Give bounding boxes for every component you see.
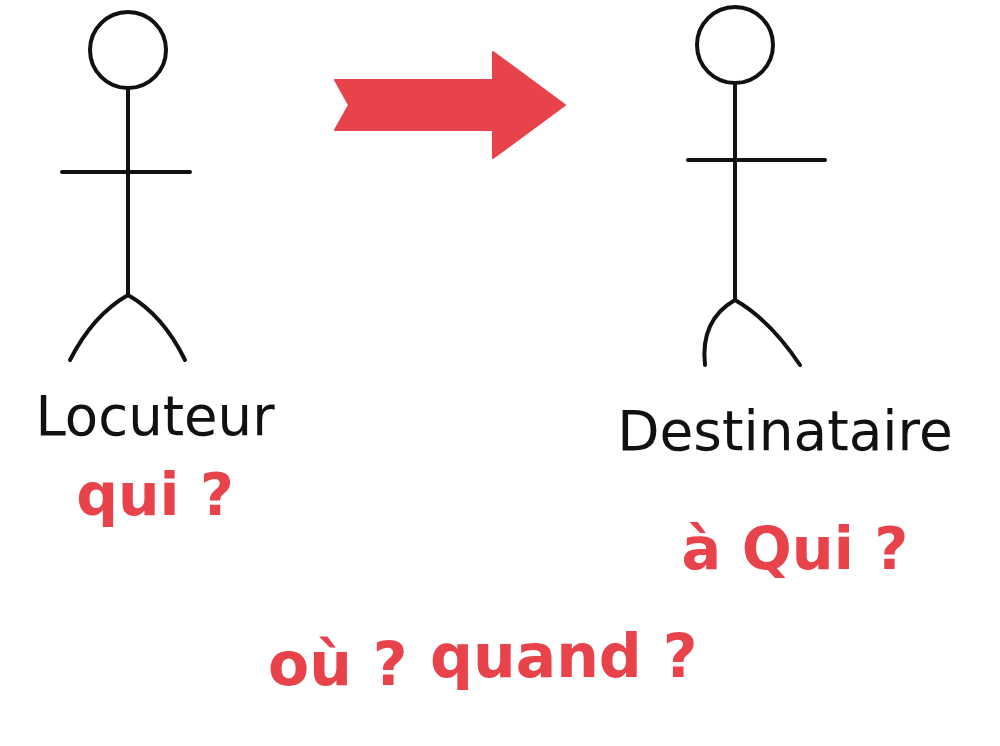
flow-arrow xyxy=(335,52,565,158)
role-label: Destinataire xyxy=(575,400,995,463)
person-node: Locuteur qui ? xyxy=(5,0,305,560)
figure-leg xyxy=(735,300,800,365)
figure-head xyxy=(90,12,166,88)
person-node: Destinataire à Qui ? xyxy=(575,0,995,620)
figure-arms xyxy=(62,170,190,174)
figure-leg xyxy=(70,295,128,360)
question-label: qui ? xyxy=(5,462,305,529)
figure-body xyxy=(126,88,130,295)
question-label: à Qui ? xyxy=(575,515,995,583)
role-label: Locuteur xyxy=(5,385,305,448)
figure-body xyxy=(733,83,737,300)
figure-leg xyxy=(128,295,185,360)
figure-leg xyxy=(704,300,735,365)
question-label: où ? xyxy=(268,630,408,699)
question-label: quand ? xyxy=(430,622,698,691)
figure-arms xyxy=(688,158,825,162)
figure-head xyxy=(697,7,773,83)
